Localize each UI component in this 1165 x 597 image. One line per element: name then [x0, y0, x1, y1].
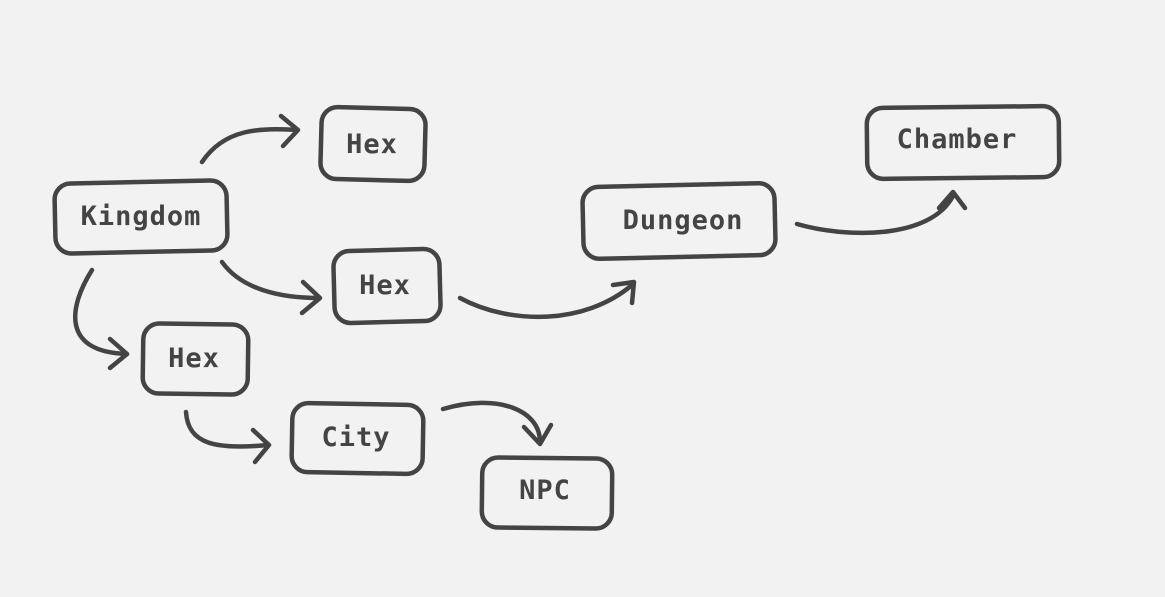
node-label: Kingdom: [81, 201, 202, 232]
node-hex-lower: Hex: [140, 321, 251, 397]
node-label: City: [321, 422, 390, 453]
edge-kingdom-hex3: [73, 267, 130, 371]
node-chamber: Chamber: [864, 103, 1062, 182]
node-dungeon: Dungeon: [580, 180, 778, 262]
node-label: NPC: [519, 475, 571, 506]
node-city: City: [289, 400, 426, 477]
node-label: Hex: [168, 343, 220, 374]
node-npc: NPC: [479, 455, 615, 531]
edge-hex3-city: [183, 409, 272, 465]
node-hex-middle: Hex: [331, 246, 443, 326]
edge-city-npc: [440, 400, 554, 447]
edge-hex2-dungeon: [457, 279, 637, 320]
edge-kingdom-hex1: [199, 113, 301, 165]
node-label: Dungeon: [623, 205, 744, 236]
node-label: Hex: [346, 129, 398, 160]
node-label: Chamber: [897, 124, 1018, 155]
edges: [73, 113, 968, 465]
node-kingdom: Kingdom: [52, 178, 230, 256]
edge-dungeon-chamber: [794, 189, 968, 236]
node-label: Hex: [359, 270, 411, 301]
node-hex-top: Hex: [318, 104, 428, 184]
edge-kingdom-hex2: [219, 259, 323, 316]
